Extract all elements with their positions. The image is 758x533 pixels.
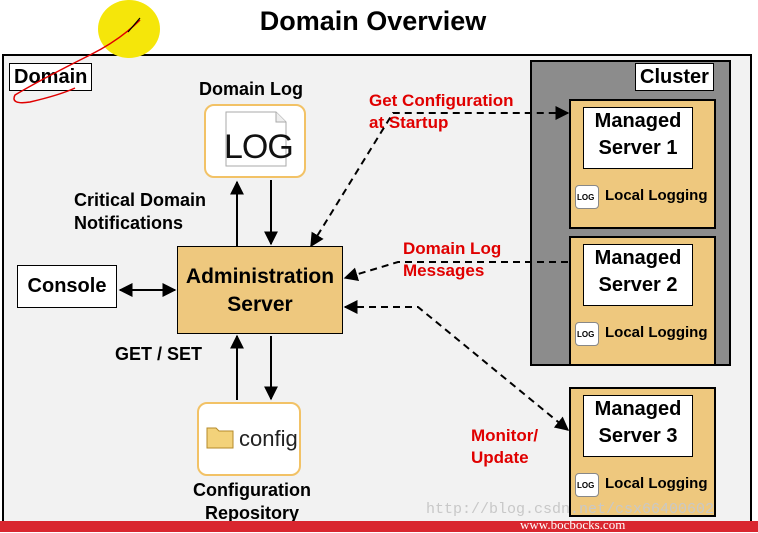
- get-config-arrow: [310, 106, 570, 248]
- footer-bar: www.bocbocks.com: [0, 517, 758, 532]
- local-logging-label: Local Logging: [605, 324, 708, 341]
- page-title: Domain Overview: [259, 6, 487, 36]
- log-icon-text: LOG: [224, 128, 294, 166]
- log-icon: LOG: [575, 322, 599, 346]
- log-icon: LOG: [575, 185, 599, 209]
- domain-log-label: Domain Log: [199, 79, 303, 99]
- config-icon-text: config: [239, 426, 298, 451]
- red-scribble: [13, 19, 141, 104]
- domain-tag: Domain: [9, 63, 93, 91]
- footer-right-text: www.bocbocks.com: [520, 517, 626, 532]
- cluster-tag: Cluster: [635, 63, 714, 91]
- local-logging-label: Local Logging: [605, 475, 708, 492]
- get-set-label: GET / SET: [115, 344, 203, 364]
- cursor-highlight: [98, 0, 160, 58]
- console-box[interactable]: Console: [17, 265, 117, 308]
- domain-log-icon[interactable]: LOG: [204, 104, 306, 178]
- log-messages-arrow: [343, 261, 568, 282]
- config-repository-icon[interactable]: config: [197, 402, 301, 476]
- monitor-update-arrow: [343, 300, 570, 431]
- watermark-url: http://blog.csdn.net/csx66400602: [426, 501, 715, 518]
- folder-icon: [206, 427, 234, 449]
- log-icon: LOG: [575, 473, 599, 497]
- local-logging-label: Local Logging: [605, 187, 708, 204]
